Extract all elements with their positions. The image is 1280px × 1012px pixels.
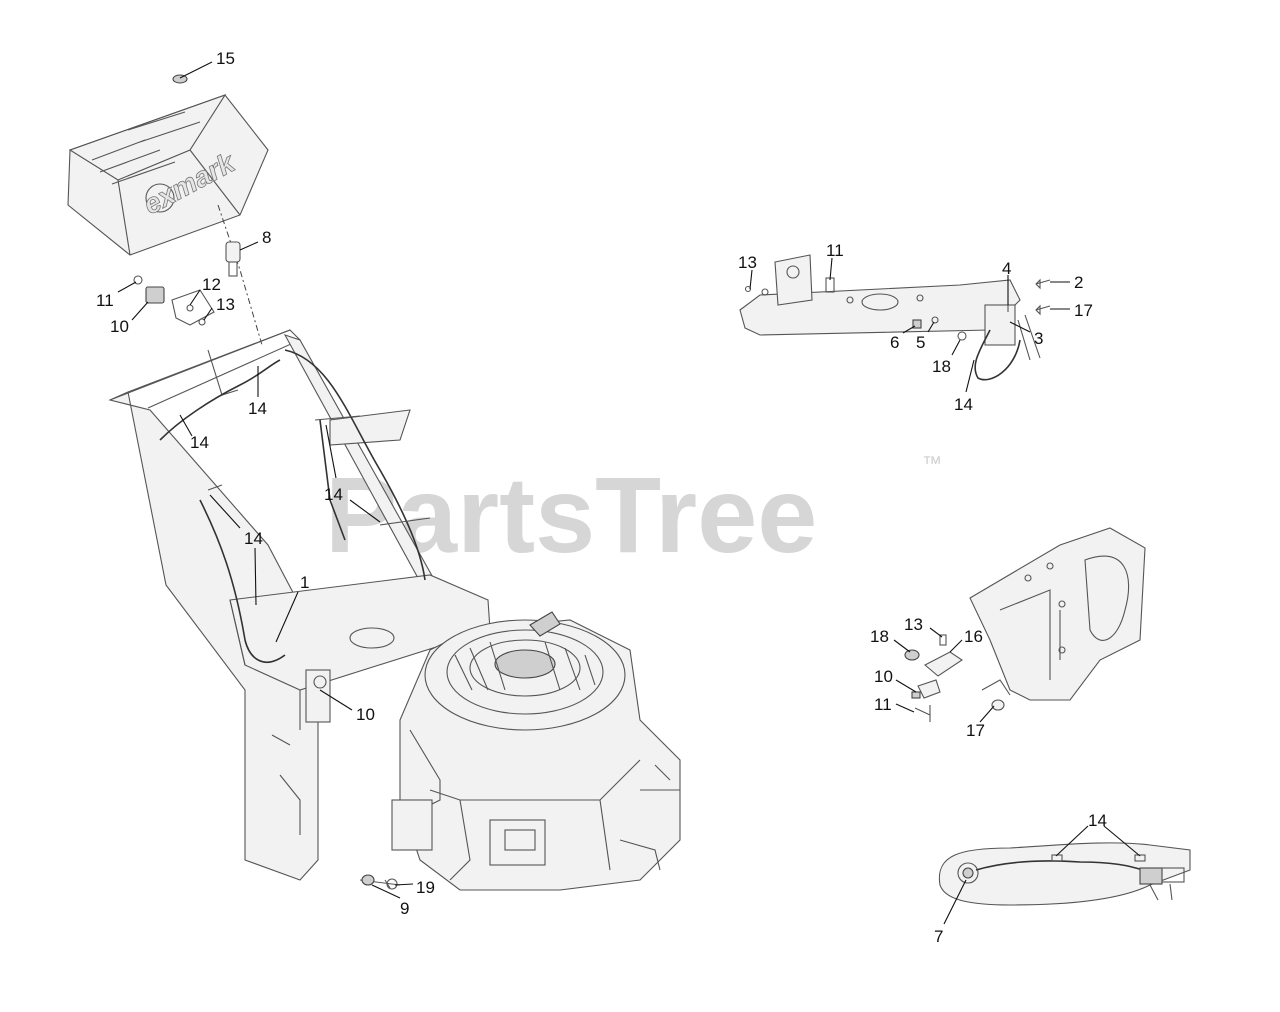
callout-15: 15 <box>216 49 235 68</box>
callout-9: 9 <box>400 899 409 918</box>
callout-10: 10 <box>110 317 129 336</box>
callout-2: 2 <box>1074 273 1083 292</box>
callout-17: 17 <box>1074 301 1093 320</box>
assembly-line <box>217 204 263 346</box>
callout-6: 6 <box>890 333 899 352</box>
callout-14: 14 <box>190 433 209 452</box>
control-bracket-assembly <box>739 254 1051 381</box>
callout-14: 14 <box>1088 811 1107 830</box>
engine <box>359 611 681 891</box>
linkage-parts <box>904 634 963 722</box>
callout-18: 18 <box>870 627 889 646</box>
deck-side-panel <box>969 527 1146 711</box>
callout-19: 19 <box>416 878 435 897</box>
callout-13: 13 <box>738 253 757 272</box>
callout-5: 5 <box>916 333 925 352</box>
callout-8: 8 <box>262 228 271 247</box>
callout-18: 18 <box>932 357 951 376</box>
callout-10: 10 <box>356 705 375 724</box>
watermark-brand: PartsTree <box>325 454 817 575</box>
callout-14: 14 <box>324 485 343 504</box>
handle-frame <box>108 329 491 881</box>
callout-7: 7 <box>934 927 943 946</box>
watermark-trademark: ™ <box>922 453 942 475</box>
callout-16: 16 <box>964 627 983 646</box>
callout-11: 11 <box>874 695 892 714</box>
callout-4: 4 <box>1002 259 1011 278</box>
callout-17: 17 <box>966 721 985 740</box>
switch-part-8 <box>225 241 241 277</box>
callout-14: 14 <box>248 399 267 418</box>
callout-13: 13 <box>904 615 923 634</box>
callout-14: 14 <box>244 529 263 548</box>
console-cover: exmark <box>67 74 269 256</box>
callout-1: 1 <box>300 573 309 592</box>
callout-13: 13 <box>216 295 235 314</box>
control-housing <box>938 842 1191 906</box>
callout-labels: 15 8 11 12 13 10 14 14 14 14 1 10 19 9 1… <box>96 49 1107 946</box>
callout-10: 10 <box>874 667 893 686</box>
callout-14: 14 <box>954 395 973 414</box>
wire-harness <box>159 349 431 663</box>
callout-11: 11 <box>96 291 114 310</box>
callout-12: 12 <box>202 275 221 294</box>
leader-lines <box>117 61 1141 925</box>
callout-3: 3 <box>1034 329 1043 348</box>
cover-knob <box>172 74 188 84</box>
callout-11: 11 <box>826 241 844 260</box>
